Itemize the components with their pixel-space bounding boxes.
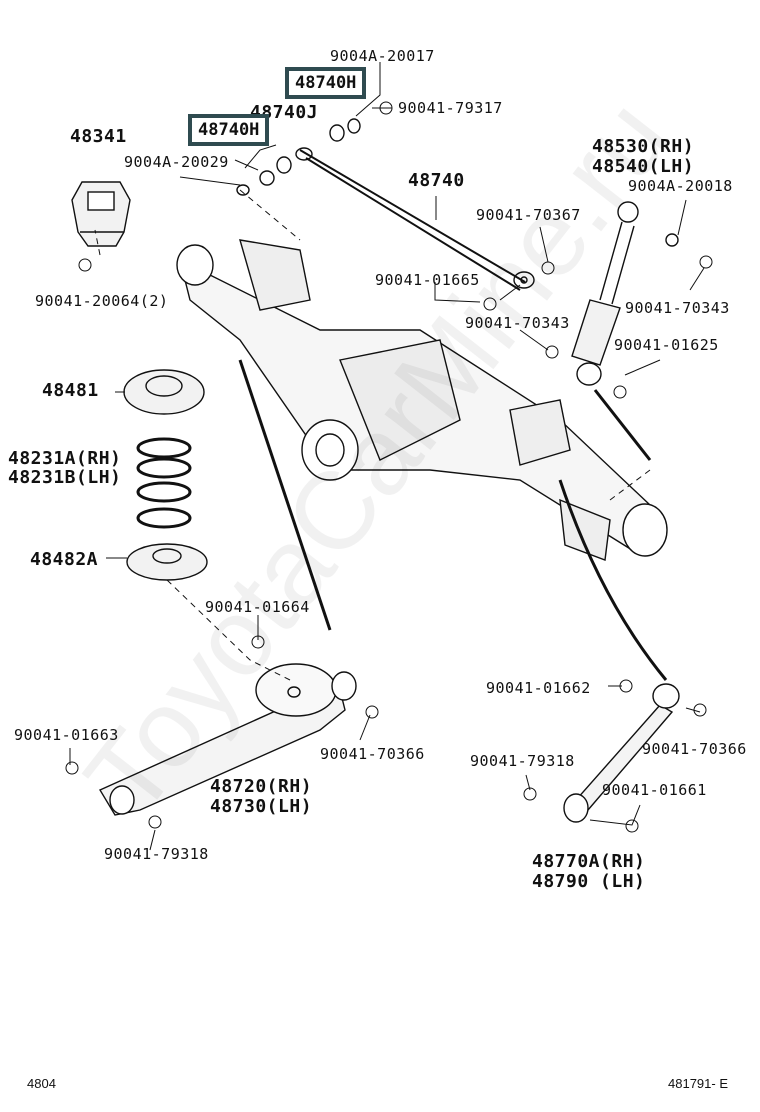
label-48341: 48341 xyxy=(70,126,127,147)
link-line-left xyxy=(238,359,332,631)
upper-arm xyxy=(563,683,680,823)
guide-lines xyxy=(94,189,651,681)
label-9004A-20029: 9004A-20029 xyxy=(124,153,229,171)
label-48530-rh: 48530(RH) xyxy=(592,136,695,157)
shock-absorber xyxy=(571,201,679,386)
label-90041-20064: 90041-20064(2) xyxy=(35,292,169,310)
label-90041-01663: 90041-01663 xyxy=(14,726,119,744)
label-48720-rh: 48720(RH) xyxy=(210,776,313,797)
label-48540-lh: 48540(LH) xyxy=(592,156,695,177)
lateral-rod xyxy=(295,147,535,291)
label-90041-01665: 90041-01665 xyxy=(375,271,480,289)
label-90041-79318-right: 90041-79318 xyxy=(470,752,575,770)
footer-page-code: 4804 xyxy=(27,1076,56,1091)
bushings-upper xyxy=(236,118,361,196)
label-9004A-20017: 9004A-20017 xyxy=(330,47,435,65)
label-48740: 48740 xyxy=(408,170,465,191)
label-90041-01661: 90041-01661 xyxy=(602,781,707,799)
markers xyxy=(65,101,713,833)
footer-figure-code: 481791- E xyxy=(668,1076,728,1091)
label-48231A-rh: 48231A(RH) xyxy=(8,448,122,469)
label-48231B-lh: 48231B(LH) xyxy=(8,467,122,488)
axle-housing xyxy=(176,239,668,561)
label-48481: 48481 xyxy=(42,380,99,401)
leader-lines xyxy=(69,62,705,851)
lower-arm xyxy=(98,663,357,816)
label-90041-79318-left: 90041-79318 xyxy=(104,845,209,863)
label-48770A-rh: 48770A(RH) xyxy=(532,851,646,872)
label-90041-70343: 90041-70343 xyxy=(465,314,570,332)
link-line-shock xyxy=(593,389,652,461)
highlight-48740H-top[interactable]: 48740H xyxy=(285,67,367,99)
label-90041-01662: 90041-01662 xyxy=(486,679,591,697)
label-90041-70366-left: 90041-70366 xyxy=(320,745,425,763)
bump-stop xyxy=(71,181,131,247)
label-9004A-20018: 9004A-20018 xyxy=(628,177,733,195)
label-90041-70343-right: 90041-70343 xyxy=(625,299,730,317)
label-90041-70367: 90041-70367 xyxy=(476,206,581,224)
label-90041-01664: 90041-01664 xyxy=(205,598,310,616)
label-90041-79317: 90041-79317 xyxy=(398,99,503,117)
label-48790-lh: 48790 (LH) xyxy=(532,871,646,892)
link-line-right xyxy=(558,479,668,681)
label-48730-lh: 48730(LH) xyxy=(210,796,313,817)
label-48482A: 48482A xyxy=(30,549,99,570)
highlight-48740H-lower[interactable]: 48740H xyxy=(188,114,270,146)
label-90041-70366-right: 90041-70366 xyxy=(642,740,747,758)
label-90041-01625: 90041-01625 xyxy=(614,336,719,354)
spring-parts xyxy=(123,369,208,581)
